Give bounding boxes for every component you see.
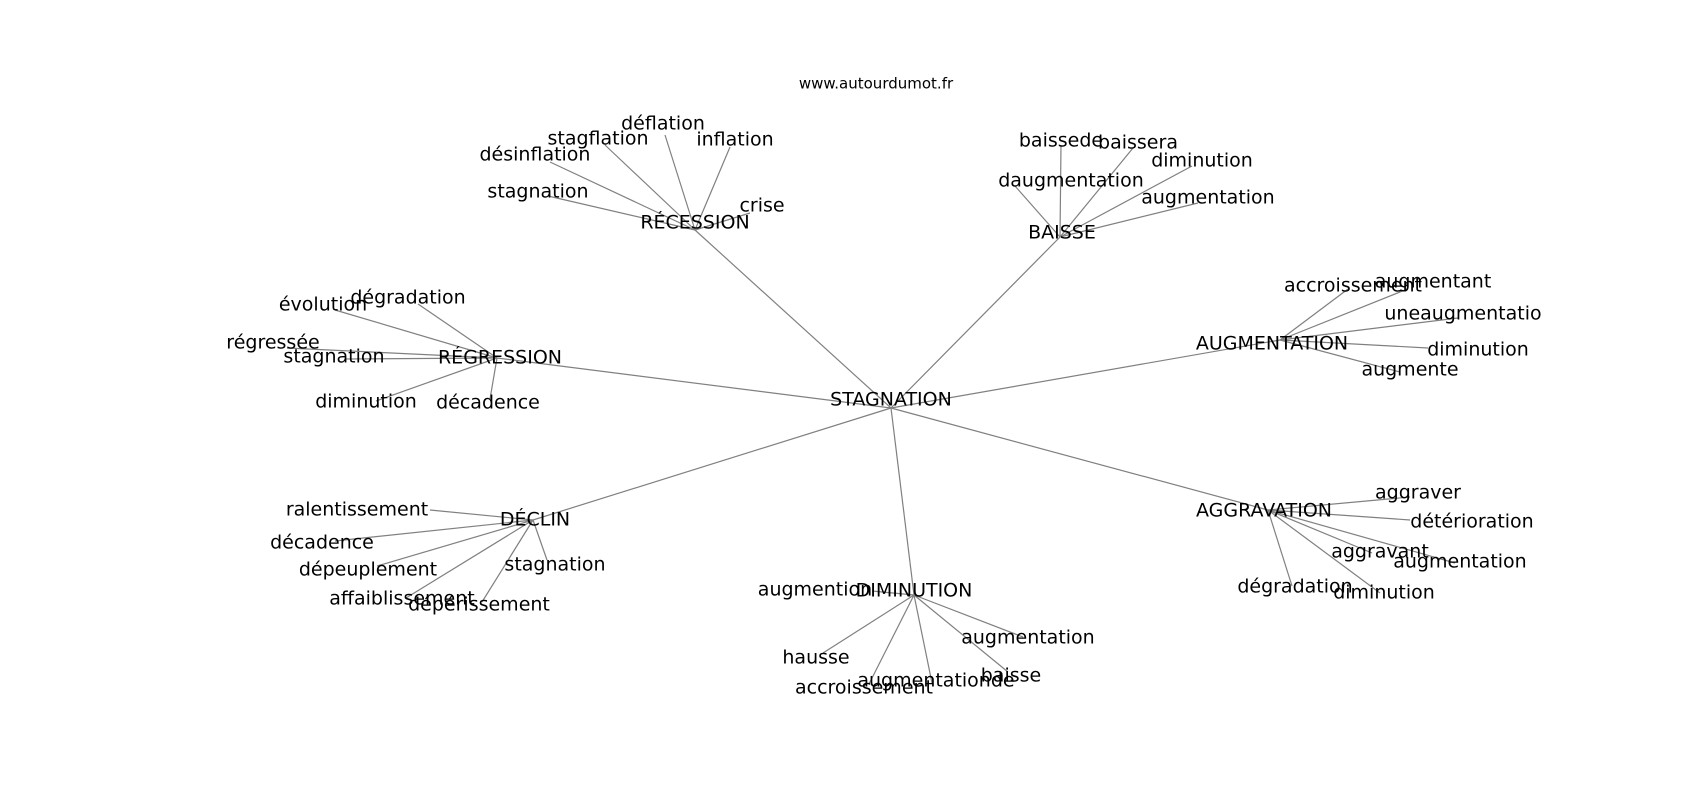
hub-word-diminution: DIMINUTION [856, 580, 973, 602]
leaf-word-declin-4: affaiblissement [329, 588, 474, 610]
edge-center-augmentation [890, 339, 1281, 409]
leaf-word-augmentation-4: augmente [1361, 359, 1458, 381]
edge-diminution-4 [913, 594, 933, 684]
edge-aggravation-4 [1267, 509, 1293, 587]
leaf-word-diminution-5: accroissement [795, 677, 933, 699]
graph-edges [286, 134, 1459, 685]
leaf-word-regression-0: dégradation [350, 287, 465, 309]
edge-baisse-1 [1059, 147, 1134, 238]
edge-declin-3 [532, 519, 548, 561]
edge-augmentation-0 [1279, 288, 1349, 341]
leaf-word-declin-2: dépeuplement [299, 559, 437, 581]
edge-aggravation-2 [1267, 509, 1373, 554]
leaf-word-declin-3: stagnation [504, 554, 605, 576]
leaf-word-declin-5: dépérissement [408, 594, 550, 616]
leaf-word-declin-1: décadence [270, 532, 374, 554]
leaf-word-diminution-0: augmention [758, 579, 872, 601]
edge-regression-4 [375, 357, 498, 402]
hub-word-recession: RÉCESSION [640, 211, 749, 234]
edge-declin-0 [429, 509, 534, 521]
center-word: STAGNATION [830, 389, 952, 411]
leaf-word-aggravation-1: détérioration [1410, 511, 1533, 533]
edge-regression-0 [417, 303, 498, 359]
edge-regression-2 [286, 347, 498, 359]
leaf-word-baisse-2: diminution [1151, 150, 1253, 172]
edge-declin-1 [334, 519, 534, 542]
leaf-word-recession-2: inflation [696, 129, 773, 151]
edge-aggravation-3 [1267, 509, 1456, 564]
leaf-word-baisse-1: baissera [1098, 132, 1178, 154]
edge-declin-4 [405, 519, 534, 599]
leaf-word-augmentation-2: uneaugmentatio [1384, 303, 1541, 325]
leaf-word-regression-3: stagnation [283, 346, 384, 368]
edge-declin-2 [376, 519, 534, 567]
edge-aggravation-0 [1267, 496, 1411, 511]
edge-recession-2 [694, 146, 731, 231]
edge-augmentation-3 [1279, 339, 1429, 349]
leaf-word-regression-4: diminution [315, 391, 417, 413]
edge-aggravation-5 [1267, 509, 1381, 594]
hub-word-regression: RÉGRESSION [438, 346, 562, 369]
hub-word-aggravation: AGGRAVATION [1196, 500, 1332, 522]
leaf-word-recession-3: désinflation [480, 144, 591, 166]
leaf-word-aggravation-5: diminution [1333, 582, 1435, 604]
leaf-word-baisse-0: baissede [1019, 130, 1103, 152]
leaf-word-regression-2: régressée [226, 332, 319, 354]
leaf-word-diminution-3: baisse [981, 665, 1041, 687]
leaf-word-aggravation-4: dégradation [1237, 576, 1352, 598]
leaf-word-baisse-4: augmentation [1141, 187, 1274, 209]
edge-center-baisse [890, 236, 1061, 409]
edge-declin-5 [481, 519, 534, 603]
edge-augmentation-2 [1279, 317, 1459, 341]
leaf-word-aggravation-2: aggravant [1331, 541, 1429, 563]
edge-augmentation-4 [1279, 339, 1401, 373]
leaf-word-diminution-2: augmentation [961, 627, 1094, 649]
edge-center-regression [496, 357, 892, 409]
edge-baisse-3 [1014, 185, 1061, 238]
edge-diminution-2 [913, 594, 1024, 638]
edge-regression-3 [344, 357, 498, 360]
hub-word-baisse: BAISSE [1028, 222, 1096, 244]
leaf-word-recession-4: stagnation [487, 181, 588, 203]
edge-center-diminution [890, 407, 915, 596]
leaf-word-baisse-3: daugmentation [998, 170, 1144, 192]
edge-regression-1 [334, 309, 498, 359]
edge-recession-4 [547, 195, 696, 231]
edge-diminution-3 [913, 594, 1009, 673]
leaf-word-aggravation-3: augmentation [1393, 551, 1526, 573]
edge-diminution-1 [822, 594, 915, 654]
hub-word-declin: DÉCLIN [500, 508, 570, 531]
edge-augmentation-1 [1279, 289, 1406, 341]
edge-recession-3 [549, 161, 696, 231]
site-watermark: www.autourdumot.fr [799, 75, 954, 93]
leaf-word-regression-1: évolution [279, 294, 367, 316]
edge-center-declin [532, 407, 892, 521]
leaf-word-recession-5: crise [739, 195, 784, 217]
edge-recession-1 [604, 144, 696, 231]
edge-diminution-0 [871, 590, 915, 596]
hub-word-augmentation: AUGMENTATION [1196, 333, 1348, 355]
leaf-word-augmentation-3: diminution [1427, 339, 1529, 361]
leaf-word-diminution-1: hausse [782, 647, 849, 669]
leaf-word-augmentation-1: augmentant [1375, 271, 1492, 293]
leaf-word-augmentation-0: accroissement [1284, 275, 1422, 297]
edge-regression-5 [489, 357, 498, 400]
leaf-word-declin-0: ralentissement [286, 499, 428, 521]
edge-baisse-0 [1059, 144, 1062, 238]
edge-baisse-4 [1059, 202, 1199, 238]
leaf-word-recession-1: stagflation [547, 128, 648, 150]
edge-aggravation-1 [1267, 509, 1411, 521]
leaf-word-diminution-4: augmentationde [857, 670, 1014, 692]
leaf-word-aggravation-0: aggraver [1375, 482, 1461, 504]
edge-center-aggravation [890, 407, 1269, 511]
edge-diminution-5 [868, 594, 915, 685]
leaf-word-recession-0: déflation [621, 113, 705, 135]
graph-labels: www.autourdumot.fr STAGNATION déflations… [226, 75, 1541, 699]
edge-center-recession [694, 229, 892, 409]
edge-recession-5 [694, 212, 751, 231]
edge-recession-0 [664, 134, 696, 231]
leaf-word-regression-5: décadence [436, 392, 540, 414]
edge-baisse-2 [1059, 165, 1193, 238]
